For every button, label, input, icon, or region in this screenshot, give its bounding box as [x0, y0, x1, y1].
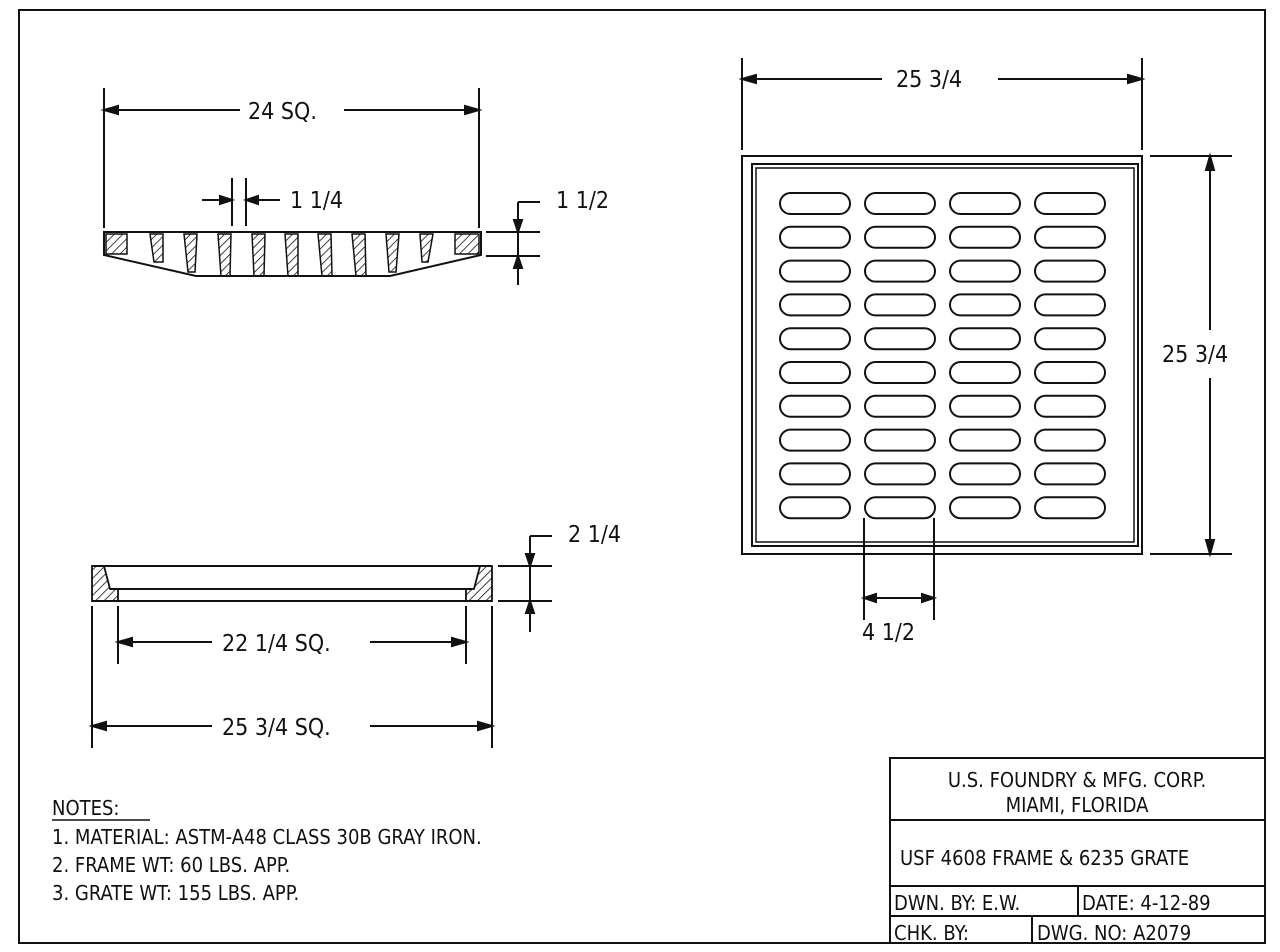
title-drawn-by: DWN. BY: E.W. — [894, 891, 1020, 915]
dim-plan-height: 25 3/4 — [1162, 342, 1228, 368]
grate-slot — [1034, 293, 1106, 317]
title-checked-by: CHK. BY: — [894, 921, 969, 945]
grate-slot — [779, 394, 851, 418]
title-company-location: MIAMI, FLORIDA — [1006, 793, 1150, 817]
dim-slot-length: 4 1/2 — [862, 620, 915, 646]
dim-grate-width: 24 SQ. — [248, 99, 317, 125]
grate-slot — [1034, 259, 1106, 283]
grate-slot — [864, 192, 936, 215]
grate-slot — [949, 259, 1021, 283]
grate-slot — [864, 225, 936, 249]
grate-slot — [864, 462, 936, 486]
grate-slot — [949, 496, 1021, 520]
grate-slot — [1034, 496, 1106, 520]
grate-slot — [1034, 361, 1106, 384]
dim-frame-outer-width: 25 3/4 SQ. — [222, 715, 331, 741]
grate-slot — [779, 259, 851, 283]
grate-plan-view — [738, 58, 1232, 620]
grate-slot — [779, 361, 851, 384]
grate-slot — [1034, 394, 1106, 418]
grate-slot — [949, 394, 1021, 418]
grate-slot — [949, 327, 1021, 351]
note-item-1: 1. MATERIAL: ASTM-A48 CLASS 30B GRAY IRO… — [52, 825, 482, 849]
grate-slot — [864, 259, 936, 283]
dim-frame-height: 2 1/4 — [568, 522, 621, 548]
grate-slot — [1034, 327, 1106, 351]
grate-slot — [1034, 428, 1106, 452]
sheet-border — [18, 9, 1266, 944]
grate-slot — [864, 428, 936, 452]
title-company-name: U.S. FOUNDRY & MFG. CORP. — [948, 768, 1206, 792]
grate-slot — [949, 462, 1021, 486]
notes-heading: NOTES: — [52, 796, 119, 820]
grate-slot — [949, 225, 1021, 249]
grate-slot — [1034, 462, 1106, 486]
title-date: DATE: 4-12-89 — [1082, 891, 1211, 915]
grate-slot — [779, 225, 851, 249]
dim-frame-inner-width: 22 1/4 SQ. — [222, 631, 331, 657]
grate-slot — [779, 428, 851, 452]
frame-section-view — [88, 535, 552, 748]
grate-slot — [949, 293, 1021, 317]
grate-slot — [779, 293, 851, 317]
title-block — [889, 757, 1266, 944]
grate-slot — [949, 428, 1021, 452]
dim-grate-thickness: 1 1/2 — [556, 188, 609, 214]
grate-slot — [779, 496, 851, 520]
grate-slot — [864, 327, 936, 351]
dim-bar-width: 1 1/4 — [290, 188, 343, 214]
grate-slot — [949, 192, 1021, 215]
title-product: USF 4608 FRAME & 6235 GRATE — [900, 846, 1189, 870]
note-item-2: 2. FRAME WT: 60 LBS. APP. — [52, 853, 290, 877]
grate-slot — [864, 293, 936, 317]
grate-slot — [779, 192, 851, 215]
title-drawing-no: DWG. NO: A2079 — [1037, 921, 1191, 945]
grate-slot — [779, 462, 851, 486]
dim-plan-width: 25 3/4 — [896, 67, 962, 93]
notes-block: NOTES: 1. MATERIAL: ASTM-A48 CLASS 30B G… — [52, 796, 482, 905]
grate-section-view — [100, 88, 540, 285]
grate-slot — [1034, 192, 1106, 215]
grate-slot — [949, 361, 1021, 384]
grate-slot — [864, 361, 936, 384]
grate-slot — [1034, 225, 1106, 249]
grate-slot — [779, 327, 851, 351]
grate-slot — [864, 496, 936, 520]
grate-slot — [864, 394, 936, 418]
note-item-3: 3. GRATE WT: 155 LBS. APP. — [52, 881, 299, 905]
